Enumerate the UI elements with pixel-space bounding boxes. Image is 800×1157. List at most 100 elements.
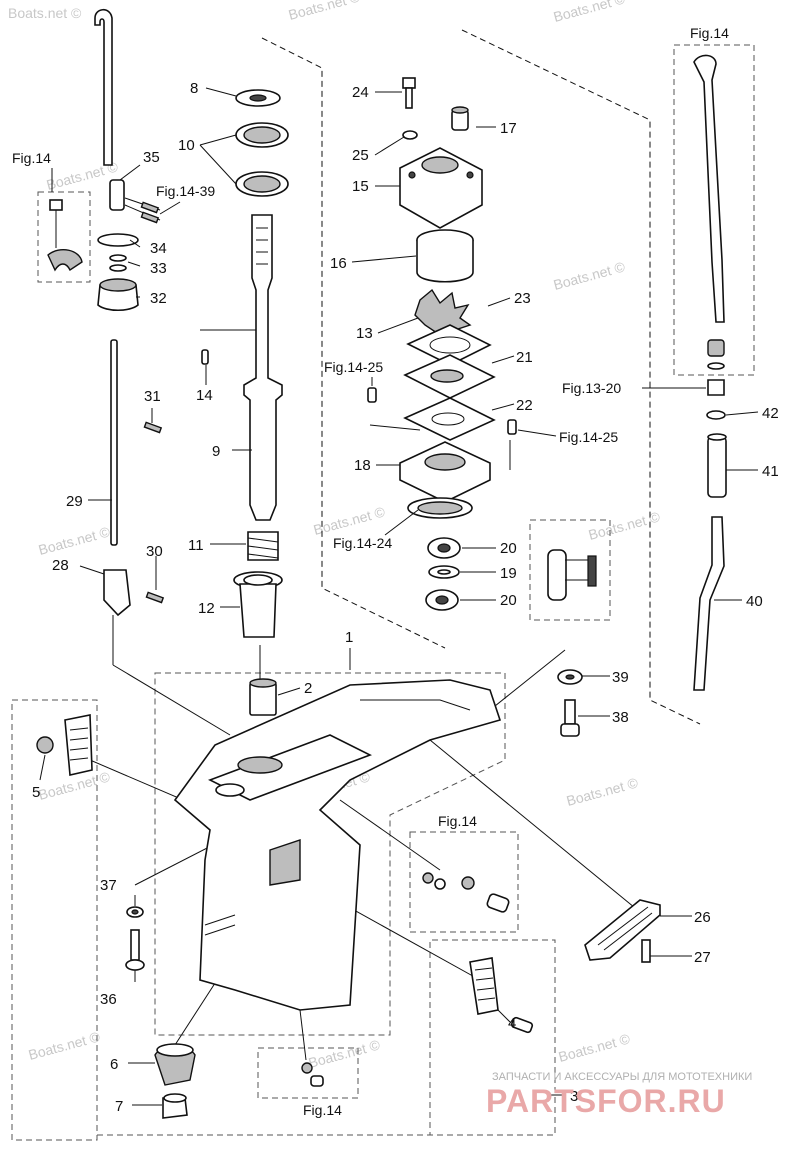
callout-22: 22 xyxy=(516,397,533,414)
fig-ref-label: Fig.14-25 xyxy=(324,359,383,375)
callout-39: 39 xyxy=(612,669,629,686)
callout-35: 35 xyxy=(143,149,160,166)
watermark: Boats.net © xyxy=(8,5,82,21)
callout-25: 25 xyxy=(352,147,369,164)
trim-tab-26 xyxy=(584,899,661,963)
callout-1: 1 xyxy=(345,629,353,646)
callout-29: 29 xyxy=(66,493,83,510)
shift-rod-joint-28 xyxy=(103,569,131,617)
guide-line xyxy=(261,37,446,649)
callout-20: 20 xyxy=(500,540,517,557)
leader-line xyxy=(429,739,641,913)
fig14-tube-box xyxy=(673,44,755,376)
callout-17: 17 xyxy=(500,120,517,137)
drive-shaft-assembly xyxy=(201,89,289,716)
water-pump-assembly xyxy=(367,77,517,611)
fig-ref-label: Fig.14 xyxy=(303,1102,342,1118)
callout-10: 10 xyxy=(178,137,195,154)
lower-group-box xyxy=(97,939,556,1136)
callout-26: 26 xyxy=(694,909,711,926)
callout-11: 11 xyxy=(188,537,204,554)
callout-38: 38 xyxy=(612,709,629,726)
callout-12: 12 xyxy=(198,600,215,617)
watermark: Boats.net © xyxy=(565,774,641,809)
leader-line xyxy=(299,1009,307,1061)
callout-24: 24 xyxy=(352,84,369,101)
fig14-bolts-box xyxy=(409,831,519,933)
detail-clip-part xyxy=(547,549,597,601)
watermark: Boats.net © xyxy=(307,1036,383,1071)
pin-31 xyxy=(143,421,163,434)
brand-logo: PARTSFOR.RU xyxy=(486,1083,726,1119)
watermark: Boats.net © xyxy=(587,508,663,543)
fig-ref-label: Fig.14-39 xyxy=(156,183,215,199)
callout-2: 2 xyxy=(304,680,312,697)
fig-ref-label: Fig.14-25 xyxy=(559,429,618,445)
callout-4: 4 xyxy=(508,1015,516,1032)
callout-numbers: 8 10 35 34 33 32 14 31 9 29 11 30 28 12 … xyxy=(32,80,779,1115)
callout-5: 5 xyxy=(32,784,40,801)
callout-36: 36 xyxy=(100,991,117,1008)
callout-41: 41 xyxy=(762,463,779,480)
seal-parts-32-34 xyxy=(97,233,139,312)
watermark: Boats.net © xyxy=(552,258,628,293)
fig-ref-label: Fig.13-20 xyxy=(562,380,621,396)
bolt-38 xyxy=(560,699,580,737)
fig14-clip-part xyxy=(47,199,83,272)
watermark: Boats.net © xyxy=(27,1028,103,1063)
fig-ref-label: Fig.14 xyxy=(438,813,477,829)
assembly-guide-lines xyxy=(11,29,755,1141)
grommet-35 xyxy=(109,179,161,224)
fig14-bottom-box xyxy=(257,1047,359,1099)
left-group-box xyxy=(11,699,98,1141)
left-group-parts xyxy=(36,714,196,1119)
callout-37: 37 xyxy=(100,877,117,894)
callout-30: 30 xyxy=(146,543,163,560)
callout-18: 18 xyxy=(354,457,371,474)
callout-40: 40 xyxy=(746,593,763,610)
lower-case-housing-1 xyxy=(173,679,502,1011)
callout-13: 13 xyxy=(356,325,373,342)
detail-box xyxy=(529,519,611,621)
callout-14: 14 xyxy=(196,387,213,404)
callout-31: 31 xyxy=(144,388,161,405)
callout-42: 42 xyxy=(762,405,779,422)
callout-28: 28 xyxy=(52,557,69,574)
callout-15: 15 xyxy=(352,178,369,195)
callout-27: 27 xyxy=(694,949,711,966)
callout-21: 21 xyxy=(516,349,533,366)
callout-8: 8 xyxy=(190,80,198,97)
callout-32: 32 xyxy=(150,290,167,307)
callout-33: 33 xyxy=(150,260,167,277)
fig14-left-box xyxy=(37,191,91,283)
watermark: Boats.net © xyxy=(37,523,113,558)
watermark: Boats.net © xyxy=(287,0,363,23)
watermark: Boats.net © xyxy=(552,0,628,25)
fig-ref-label: Fig.14 xyxy=(690,25,729,41)
callout-20: 20 xyxy=(500,592,517,609)
leader-line xyxy=(339,799,441,871)
brand-tagline: ЗАПЧАСТИ И АКСЕССУАРЫ ДЛЯ МОТОТЕХНИКИ xyxy=(492,1071,752,1083)
watermark: Boats.net © xyxy=(312,503,388,538)
callout-16: 16 xyxy=(330,255,347,272)
watermark: Boats.net © xyxy=(557,1030,633,1065)
callout-3: 3 xyxy=(570,1088,578,1105)
fig14-bolts xyxy=(422,872,510,913)
callout-6: 6 xyxy=(110,1056,118,1073)
fig-ref-label: Fig.14 xyxy=(12,150,51,166)
figure-references: Fig.14 Fig.14-39 Fig.14 Fig.13-20 Fig.14… xyxy=(12,25,729,1118)
housing-group-box xyxy=(154,672,506,1036)
callout-9: 9 xyxy=(212,443,220,460)
guide-line xyxy=(461,29,701,725)
water-tube-right xyxy=(693,54,727,691)
shift-rod-29 xyxy=(110,339,118,546)
callout-19: 19 xyxy=(500,565,517,582)
callout-23: 23 xyxy=(514,290,531,307)
leader-line xyxy=(112,664,231,736)
pin-30 xyxy=(145,591,165,604)
callout-7: 7 xyxy=(115,1098,123,1115)
callout-34: 34 xyxy=(150,240,167,257)
leader-line xyxy=(369,424,421,431)
